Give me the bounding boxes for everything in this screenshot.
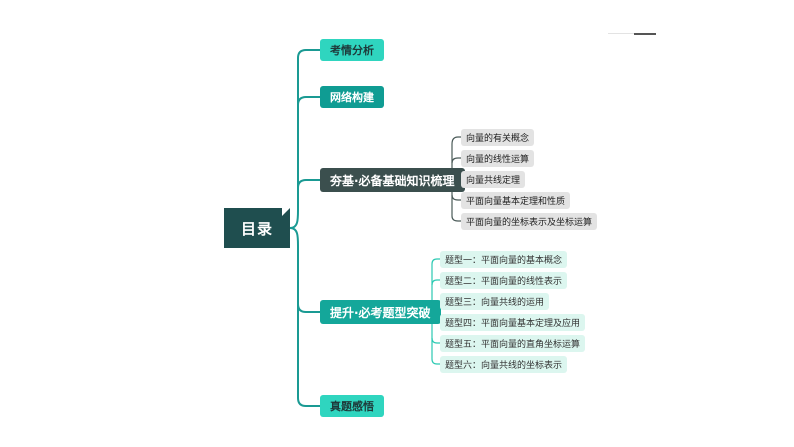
folded-corner-shadow	[282, 208, 290, 216]
root-label: 目录	[240, 219, 273, 238]
question-type-label: 题型六：向量共线的坐标表示	[445, 361, 563, 371]
question-type-item[interactable]: 题型四：平面向量基本定理及应用	[440, 314, 586, 331]
connector-tisheng	[297, 303, 320, 313]
root-node[interactable]: 目录	[224, 208, 290, 248]
knowledge-item-label: 向量的线性运算	[466, 155, 530, 165]
decorative-line-dark	[634, 33, 656, 35]
question-type-item[interactable]: 题型二：平面向量的线性表示	[440, 272, 568, 289]
question-type-label: 题型一：平面向量的基本概念	[445, 256, 563, 266]
category-label: 夯基·必备基础知识梳理	[330, 173, 455, 188]
knowledge-item[interactable]: 向量的有关概念	[461, 129, 535, 146]
knowledge-item[interactable]: 平面向量的坐标表示及坐标运算	[461, 213, 598, 230]
connector-wangluo	[297, 96, 320, 106]
connector-zhenti	[289, 227, 320, 407]
category-label: 提升·必考题型突破	[330, 305, 431, 320]
category-zhenti[interactable]: 真题感悟	[320, 395, 384, 417]
category-label: 考情分析	[330, 44, 374, 57]
knowledge-item[interactable]: 平面向量基本定理和性质	[461, 192, 571, 209]
category-wangluo[interactable]: 网络构建	[320, 86, 384, 108]
category-hangji[interactable]: 夯基·必备基础知识梳理	[320, 168, 465, 192]
question-type-item[interactable]: 题型六：向量共线的坐标表示	[440, 356, 568, 373]
category-label: 网络构建	[330, 91, 374, 104]
category-tisheng[interactable]: 提升·必考题型突破	[320, 300, 441, 324]
question-type-label: 题型二：平面向量的线性表示	[445, 277, 563, 287]
category-kaoqing[interactable]: 考情分析	[320, 39, 384, 61]
question-type-item[interactable]: 题型一：平面向量的基本概念	[440, 251, 568, 268]
decorative-line	[608, 33, 656, 34]
connector-kaoqing	[289, 49, 320, 229]
connector-hangji	[297, 179, 320, 189]
question-type-item[interactable]: 题型三：向量共线的运用	[440, 293, 550, 310]
knowledge-item-label: 向量共线定理	[466, 176, 521, 186]
question-type-label: 题型五：平面向量的直角坐标运算	[445, 340, 581, 350]
knowledge-item[interactable]: 向量共线定理	[461, 171, 526, 188]
knowledge-item[interactable]: 向量的线性运算	[461, 150, 535, 167]
knowledge-item-label: 平面向量基本定理和性质	[466, 197, 566, 207]
question-type-label: 题型四：平面向量基本定理及应用	[445, 319, 581, 329]
category-label: 真题感悟	[330, 400, 374, 413]
question-type-item[interactable]: 题型五：平面向量的直角坐标运算	[440, 335, 586, 352]
knowledge-item-label: 平面向量的坐标表示及坐标运算	[466, 218, 593, 228]
knowledge-item-label: 向量的有关概念	[466, 134, 530, 144]
question-type-label: 题型三：向量共线的运用	[445, 298, 545, 308]
